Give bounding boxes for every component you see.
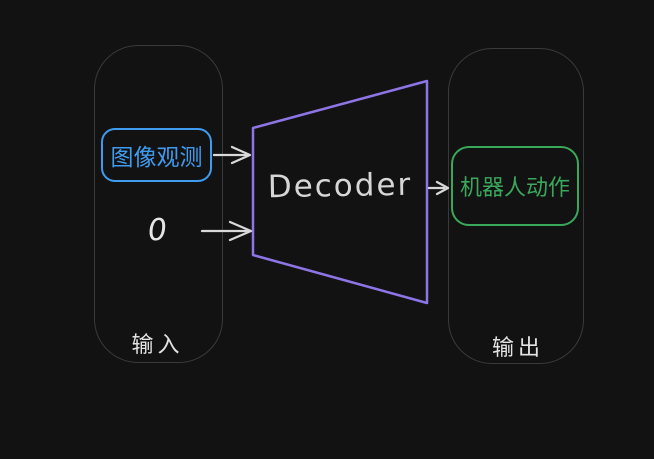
image-observation-node[interactable]: 图像观测: [101, 128, 212, 182]
image-observation-label: 图像观测: [110, 145, 203, 171]
arrow-zero-to-decoder[interactable]: [200, 220, 253, 242]
robot-action-label: 机器人动作: [459, 176, 570, 201]
arrow-decoder-to-action[interactable]: [427, 180, 450, 196]
output-group-container[interactable]: [448, 48, 584, 364]
input-caption: 输入: [131, 333, 184, 358]
decoder-label[interactable]: Decoder: [267, 166, 413, 206]
arrow-image-obs-to-decoder[interactable]: [212, 145, 252, 165]
decoder-trapezoid[interactable]: [251, 79, 429, 305]
input-group-container[interactable]: [94, 45, 223, 363]
robot-action-node[interactable]: 机器人动作: [451, 146, 579, 226]
output-caption: 输出: [491, 336, 544, 361]
